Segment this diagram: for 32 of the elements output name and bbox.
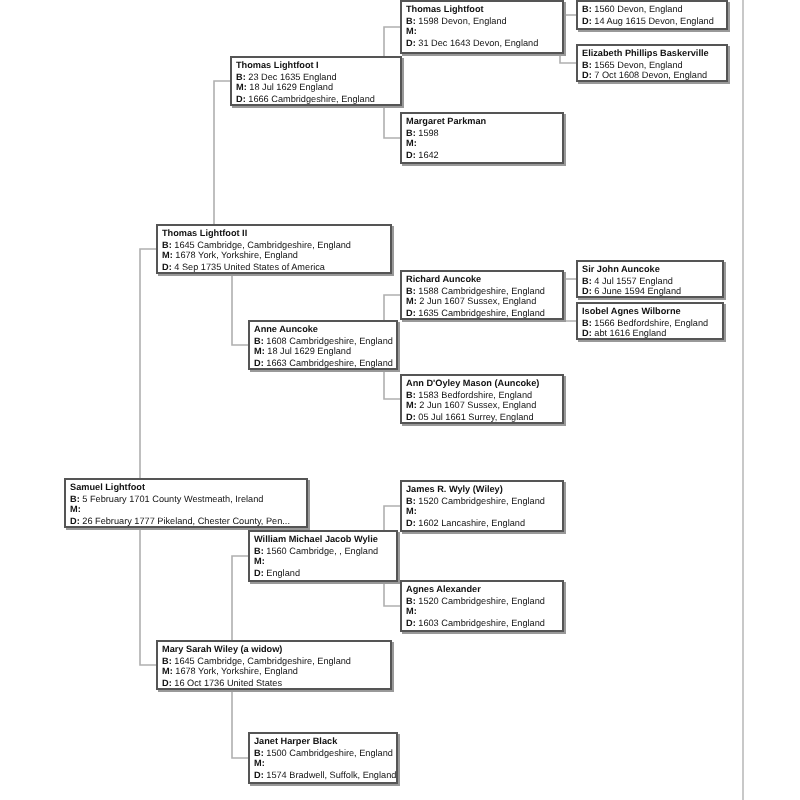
person-card <box>400 580 564 632</box>
person-card <box>576 0 728 30</box>
person-card <box>576 44 728 82</box>
connector-line <box>383 26 401 57</box>
person-card <box>576 302 724 340</box>
person-card <box>400 480 564 532</box>
connector-line <box>383 369 401 400</box>
person-card <box>400 112 564 164</box>
connector-line <box>213 80 231 225</box>
person-card <box>400 374 564 424</box>
person-card <box>230 56 402 106</box>
person-card <box>400 270 564 320</box>
connector-line <box>563 14 577 16</box>
person-card <box>248 320 398 370</box>
person-card <box>248 530 398 582</box>
connector-line <box>383 581 401 607</box>
connector-line <box>383 105 401 139</box>
person-card <box>400 0 564 54</box>
connector-line <box>383 505 401 531</box>
person-card <box>248 732 398 784</box>
connector-line <box>231 689 249 759</box>
connector-line <box>559 53 577 64</box>
connector-line <box>231 273 249 346</box>
connector-line <box>383 294 401 321</box>
connector-line <box>563 278 577 280</box>
connector-line <box>139 248 157 479</box>
connector-line <box>231 555 249 641</box>
person-card <box>64 478 308 528</box>
person-card <box>576 260 724 298</box>
connector-line <box>139 527 157 666</box>
person-card <box>156 224 392 274</box>
person-card <box>156 640 392 690</box>
